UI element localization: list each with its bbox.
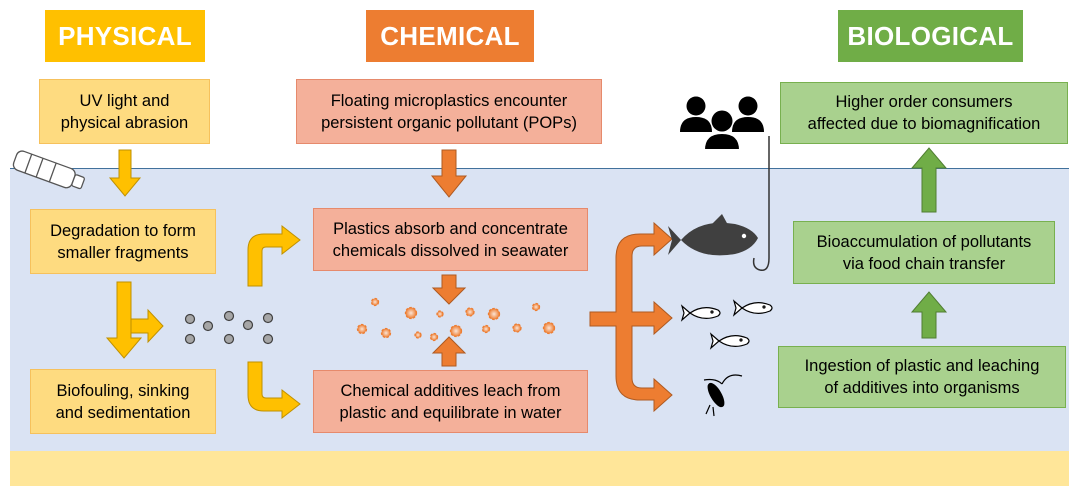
bioaccumulation-box: Bioaccumulation of pollutants via food c… xyxy=(793,221,1055,284)
ingestion-box: Ingestion of plastic and leaching of add… xyxy=(778,346,1066,408)
zooplankton-icon xyxy=(703,374,743,417)
plastic-bottle-icon xyxy=(12,150,85,190)
up-arrow-leach-to-particles xyxy=(431,336,467,367)
down-arrow-degradation-to-biofouling xyxy=(105,281,143,359)
sediment-zone xyxy=(10,451,1069,486)
higher-order-consumers-box: Higher order consumers affected due to b… xyxy=(780,82,1068,144)
biological-header-text: BIOLOGICAL xyxy=(847,20,1014,51)
branching-arrow-to-organisms xyxy=(589,221,673,413)
physical-header: PHYSICAL xyxy=(45,10,205,62)
down-arrow-floating-to-absorb xyxy=(430,149,468,198)
chemical-additives-leach-box: Chemical additives leach from plastic an… xyxy=(313,370,588,433)
up-arrow-ingestion-to-bioaccumulation xyxy=(910,291,948,339)
uv-light-box: UV light and physical abrasion xyxy=(39,79,210,144)
biological-header: BIOLOGICAL xyxy=(838,10,1023,62)
curved-arrow-up-to-absorb xyxy=(247,224,301,287)
down-arrow-uv-to-degradation xyxy=(108,149,142,197)
right-arrow-to-fragments xyxy=(130,308,164,344)
chemical-header-text: CHEMICAL xyxy=(380,20,520,51)
pop-particles xyxy=(356,297,556,342)
biofouling-box: Biofouling, sinking and sedimentation xyxy=(30,369,216,434)
microplastic-fragments xyxy=(184,310,274,345)
up-arrow-bioaccumulation-to-higher xyxy=(910,147,948,213)
chemical-header: CHEMICAL xyxy=(366,10,534,62)
people-icon xyxy=(680,96,764,151)
small-fish-icon xyxy=(680,299,773,350)
curved-arrow-down-to-leach xyxy=(247,361,301,420)
down-arrow-absorb-to-particles xyxy=(431,274,467,305)
plastics-absorb-box: Plastics absorb and concentrate chemical… xyxy=(313,208,588,271)
degradation-box: Degradation to form smaller fragments xyxy=(30,209,216,274)
fishing-hook-icon xyxy=(752,136,770,271)
physical-header-text: PHYSICAL xyxy=(58,20,192,51)
floating-microplastics-box: Floating microplastics encounter persist… xyxy=(296,79,602,144)
fish-icon xyxy=(668,214,758,256)
